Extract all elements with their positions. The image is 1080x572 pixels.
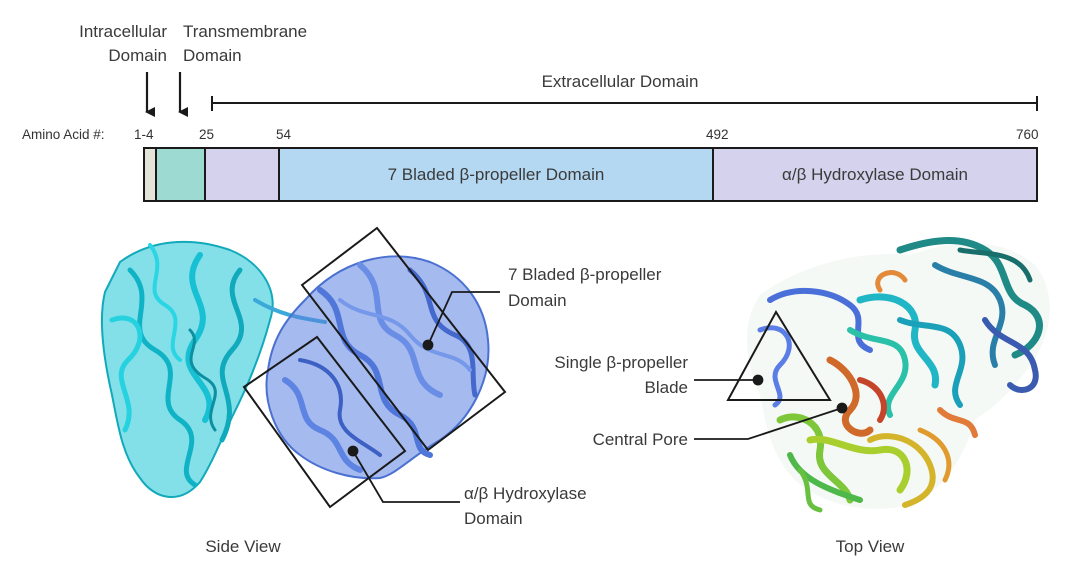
intracellular-label-line2: Domain [108, 46, 167, 65]
pore-callout: Central Pore [592, 430, 688, 449]
transmembrane-label-line2: Domain [183, 46, 242, 65]
hydrolase-segment-label: α/β Hydroxylase Domain [782, 165, 968, 184]
side-view-caption: Side View [205, 537, 281, 556]
segment-extracellular-start [204, 147, 280, 202]
position-1-4: 1-4 [134, 127, 154, 142]
pore-callout-line [694, 402, 848, 440]
top-view-protein [746, 237, 1050, 513]
single-blade-triangle [726, 310, 832, 401]
hydrolase-domain-box [242, 335, 407, 509]
amino-acid-label: Amino Acid #: [22, 127, 105, 142]
blade-callout-line [694, 374, 764, 386]
top-view-caption: Top View [835, 537, 905, 556]
side-view-protein-blue [265, 255, 490, 480]
hydrolase-callout-line2: Domain [464, 509, 523, 528]
transmembrane-label-line1: Transmembrane [183, 22, 308, 41]
position-25: 25 [199, 127, 215, 142]
hydrolase-callout-line1: α/β Hydroxylase [464, 484, 587, 503]
position-492: 492 [706, 127, 729, 142]
segment-hydrolase [712, 147, 1038, 202]
blade-callout-line2: Blade [644, 378, 688, 397]
position-760: 760 [1016, 127, 1039, 142]
sequence-bar [143, 147, 1038, 202]
extracellular-label: Extracellular Domain [541, 72, 699, 91]
side-view-protein-cyan [100, 240, 327, 498]
hydrolase-callout-line [347, 445, 460, 503]
propeller-callout-line2: Domain [508, 291, 567, 310]
position-54: 54 [276, 127, 292, 142]
propeller-segment-label: 7 Bladed β-propeller Domain [387, 165, 605, 184]
intracellular-label-line1: Intracellular [79, 22, 167, 41]
extracellular-bracket [211, 96, 1038, 111]
propeller-callout-line1: 7 Bladed β-propeller [508, 265, 662, 284]
propeller-callout-line [422, 291, 500, 351]
propeller-domain-box [300, 226, 507, 452]
segment-intracellular [143, 147, 157, 202]
segment-transmembrane [155, 147, 206, 202]
blade-callout-line1: Single β-propeller [554, 353, 688, 372]
